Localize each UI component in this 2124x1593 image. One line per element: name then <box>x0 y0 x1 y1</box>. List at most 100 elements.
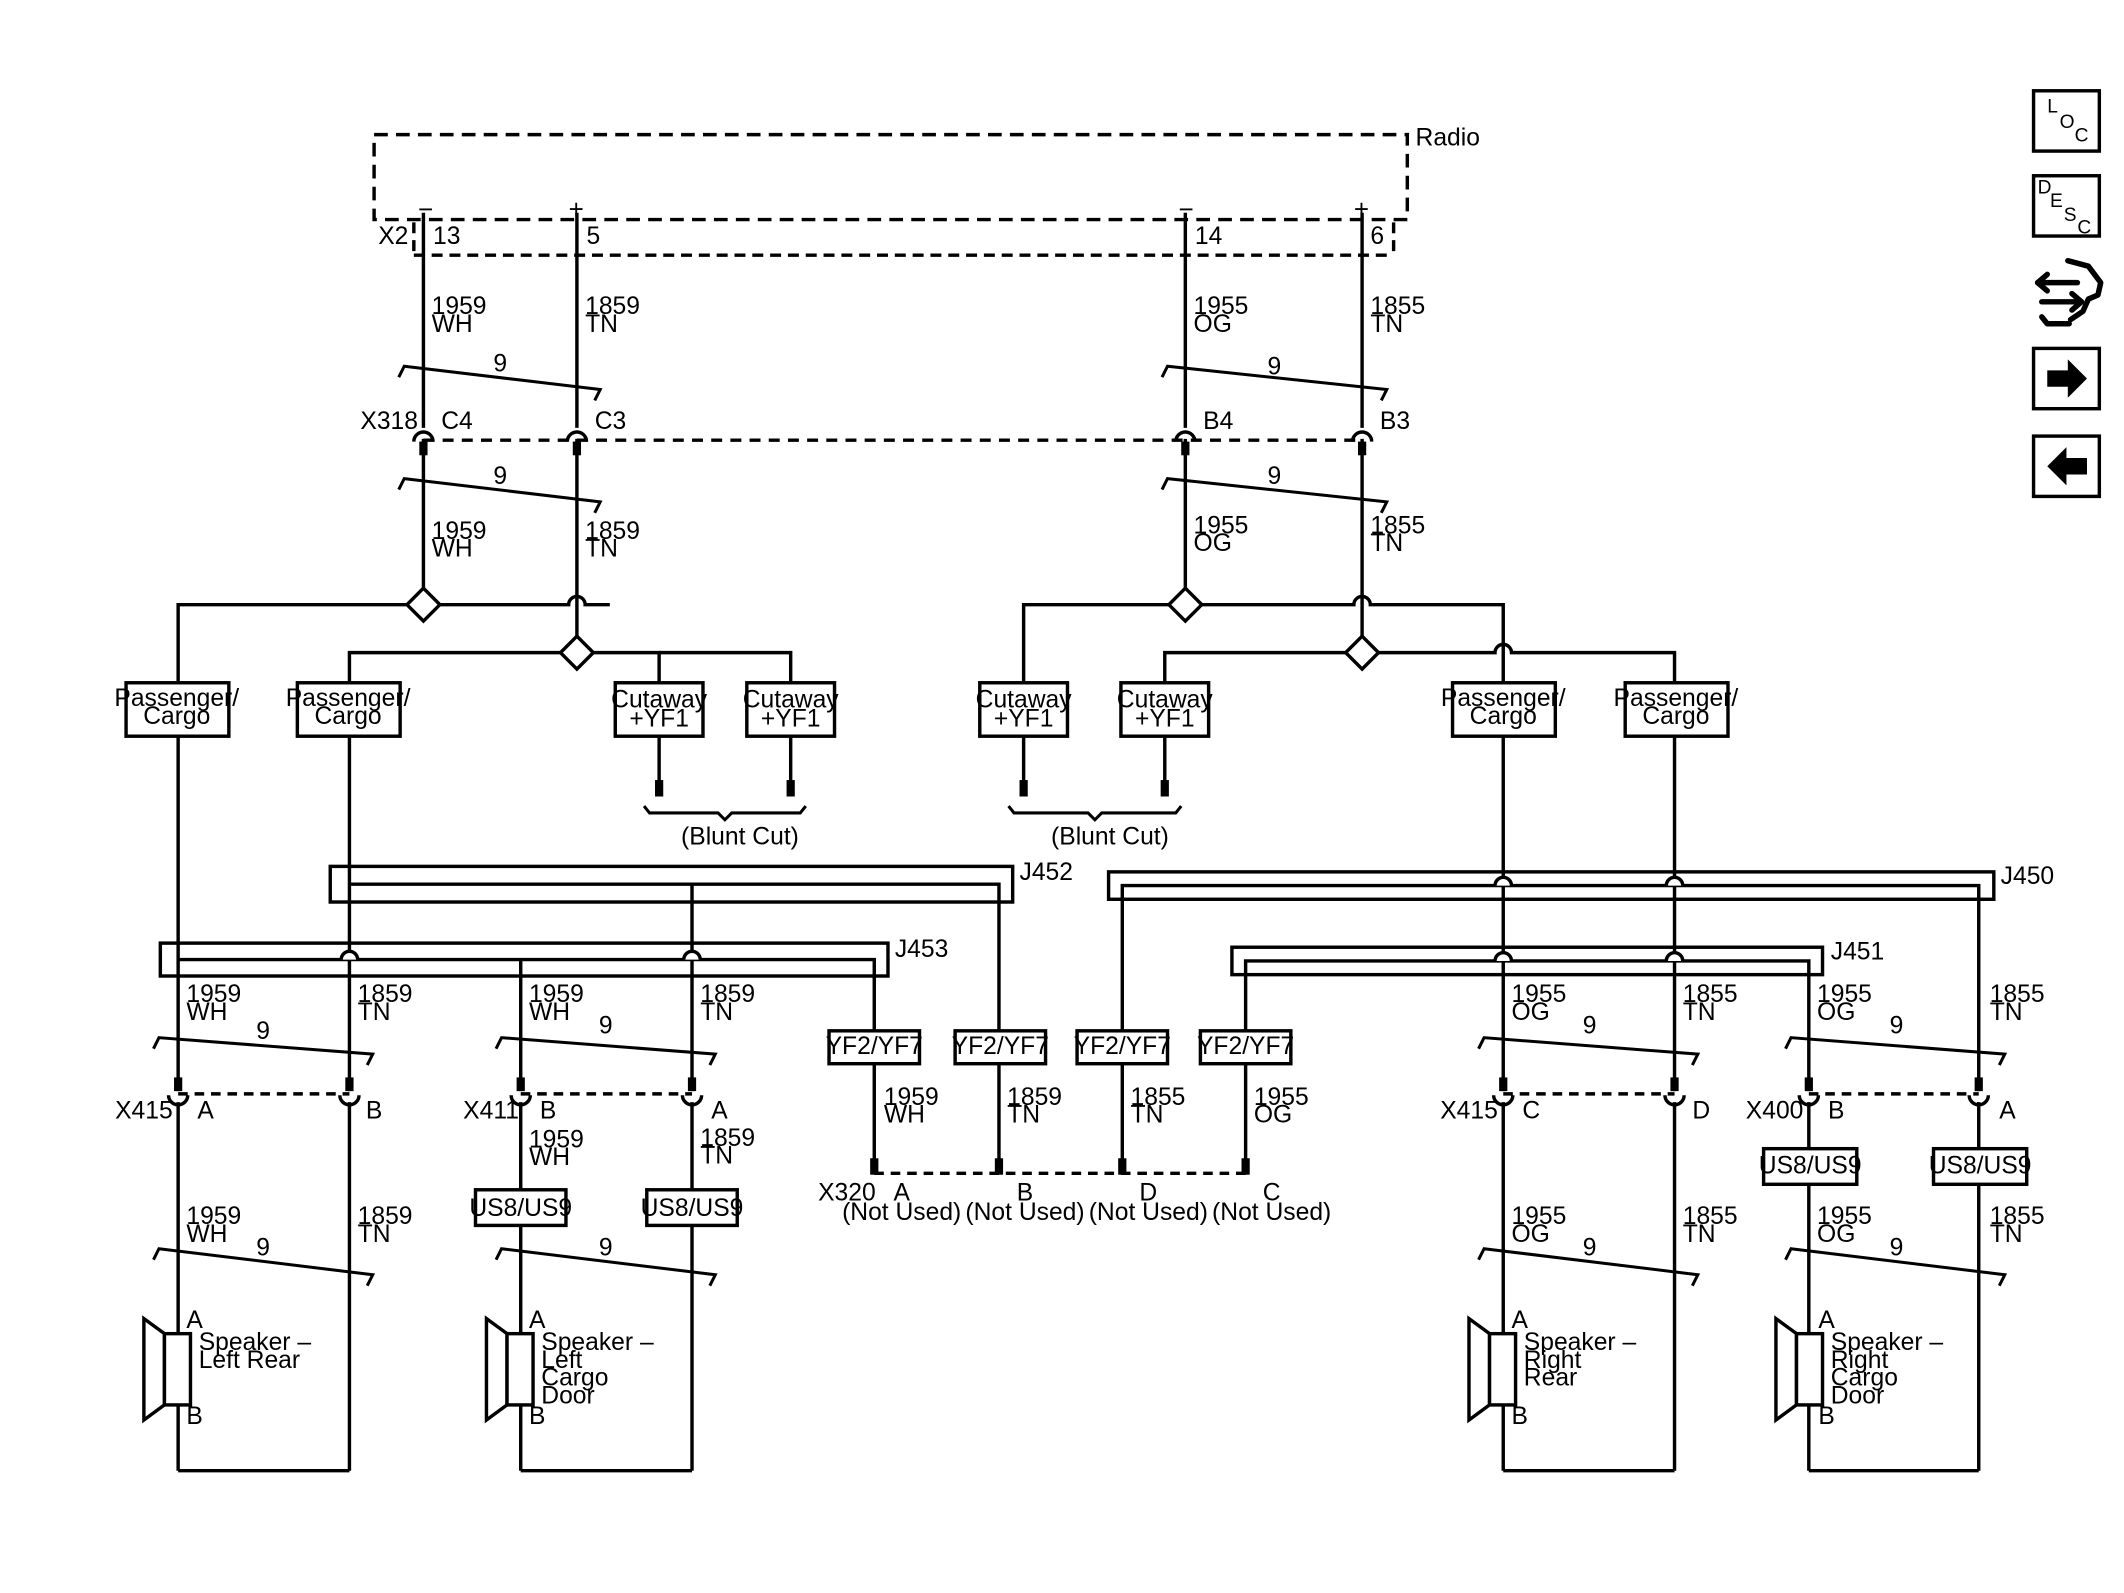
connector-pin: B <box>1828 1098 1844 1125</box>
connector-tool-button[interactable] <box>2034 257 2104 327</box>
forward-button[interactable] <box>2031 346 2102 411</box>
svg-text:+YF1: +YF1 <box>994 706 1054 733</box>
svg-text:1859: 1859 <box>585 518 640 545</box>
pin-sign: − <box>418 194 433 224</box>
svg-text:Right: Right <box>1831 1347 1889 1374</box>
svg-text:TN: TN <box>1007 1102 1040 1129</box>
desc-icon: D E S C <box>2038 178 2092 239</box>
loc-button[interactable]: L O C <box>2031 89 2102 153</box>
svg-text:Speaker –: Speaker – <box>1524 1329 1637 1356</box>
svg-text:Rear: Rear <box>1524 1365 1577 1392</box>
connector-pin: D <box>1692 1098 1710 1125</box>
splice-diamond <box>558 633 596 672</box>
x318-label: X318 <box>360 408 418 435</box>
svg-text:Cutaway: Cutaway <box>1117 686 1214 713</box>
svg-text:9: 9 <box>493 351 507 378</box>
svg-text:Left: Left <box>541 1347 582 1374</box>
svg-text:TN: TN <box>1683 999 1716 1026</box>
blunt-cut-label: (Blunt Cut) <box>1051 823 1169 850</box>
svg-text:1955: 1955 <box>1254 1084 1309 1111</box>
svg-text:1855: 1855 <box>1990 1203 2045 1230</box>
svg-text:YF2/YF7: YF2/YF7 <box>1197 1033 1294 1060</box>
svg-text:Cargo: Cargo <box>1470 703 1537 730</box>
svg-text:1859: 1859 <box>585 293 640 320</box>
splice-diamond <box>1166 585 1205 624</box>
svg-text:9: 9 <box>1890 1013 1904 1040</box>
svg-text:(Not Used): (Not Used) <box>1089 1199 1208 1226</box>
svg-text:TN: TN <box>1683 1221 1716 1248</box>
connector-label: X415 <box>1440 1098 1498 1125</box>
svg-text:Passenger/: Passenger/ <box>1441 685 1566 712</box>
svg-text:US8/US9: US8/US9 <box>641 1195 744 1222</box>
svg-text:1855: 1855 <box>1990 981 2045 1008</box>
pin-number: 14 <box>1195 223 1222 250</box>
svg-text:C: C <box>2077 217 2091 238</box>
speaker-left-cargo-door: A B Speaker – Left Cargo Door <box>484 1307 654 1430</box>
svg-text:C: C <box>1263 1180 1281 1207</box>
twist-count-labels: 9 9 9 9 9 9 9 9 9 9 9 9 <box>256 351 1903 1262</box>
arrow-left-icon <box>2047 447 2088 486</box>
svg-text:TN: TN <box>700 999 733 1026</box>
back-button[interactable] <box>2031 434 2102 499</box>
svg-text:Left Rear: Left Rear <box>199 1347 300 1374</box>
svg-text:WH: WH <box>186 1221 227 1248</box>
svg-text:1859: 1859 <box>1007 1084 1062 1111</box>
svg-text:Door: Door <box>541 1383 594 1410</box>
svg-text:TN: TN <box>585 536 618 563</box>
svg-text:+YF1: +YF1 <box>761 706 821 733</box>
svg-text:1855: 1855 <box>1683 1203 1738 1230</box>
svg-text:Passenger/: Passenger/ <box>1614 685 1739 712</box>
connector-pin: B <box>540 1098 556 1125</box>
connector-label: X415 <box>115 1098 173 1125</box>
svg-text:TN: TN <box>1370 530 1403 557</box>
svg-text:1859: 1859 <box>700 1125 755 1152</box>
connector-pin: A <box>197 1098 214 1125</box>
pin-number: 6 <box>1370 223 1384 250</box>
svg-text:1959: 1959 <box>186 981 241 1008</box>
svg-text:WH: WH <box>529 999 570 1026</box>
desc-button[interactable]: D E S C <box>2031 174 2102 239</box>
loc-icon: L O C <box>2047 97 2088 147</box>
svg-text:9: 9 <box>599 1235 613 1262</box>
x318-pin: C4 <box>441 408 473 435</box>
speaker-right-cargo-door: A B Speaker – Right Cargo Door <box>1774 1307 1943 1430</box>
svg-text:YF2/YF7: YF2/YF7 <box>1074 1033 1171 1060</box>
svg-text:Cargo: Cargo <box>541 1365 608 1392</box>
svg-text:(Not Used): (Not Used) <box>842 1199 961 1226</box>
svg-text:TN: TN <box>1990 999 2023 1026</box>
wire-labels: 1959 WH 1859 TN 1955 OG 1855 TN 1959 WH … <box>186 293 2044 1248</box>
svg-text:1955: 1955 <box>1817 981 1872 1008</box>
svg-text:1859: 1859 <box>358 981 413 1008</box>
svg-text:9: 9 <box>1890 1235 1904 1262</box>
svg-text:1855: 1855 <box>1683 981 1738 1008</box>
x320-label: X320 <box>818 1180 876 1207</box>
svg-text:Passenger/: Passenger/ <box>286 685 411 712</box>
x318-pin: C3 <box>595 408 627 435</box>
svg-text:Speaker –: Speaker – <box>541 1329 654 1356</box>
splice-pack-label: J453 <box>895 936 948 963</box>
svg-text:WH: WH <box>432 536 473 563</box>
svg-text:OG: OG <box>1194 311 1232 338</box>
wire-network <box>158 212 1996 1473</box>
svg-text:B: B <box>186 1403 202 1430</box>
svg-text:9: 9 <box>256 1235 270 1262</box>
svg-text:E: E <box>2050 191 2063 212</box>
svg-text:US8/US9: US8/US9 <box>469 1195 572 1222</box>
svg-text:Cargo: Cargo <box>314 703 381 730</box>
svg-text:1955: 1955 <box>1511 981 1566 1008</box>
svg-text:A: A <box>893 1180 910 1207</box>
svg-text:WH: WH <box>529 1144 570 1171</box>
svg-text:D: D <box>1139 1180 1157 1207</box>
svg-text:Cutaway: Cutaway <box>743 686 840 713</box>
svg-text:US8/US9: US8/US9 <box>1929 1152 2032 1179</box>
x2-connector-label: X2 <box>378 223 408 250</box>
pin-sign: + <box>569 194 584 224</box>
svg-text:Cargo: Cargo <box>1831 1365 1898 1392</box>
svg-text:OG: OG <box>1511 1221 1549 1248</box>
wire-crossovers <box>339 875 1685 962</box>
svg-text:WH: WH <box>884 1102 925 1129</box>
svg-text:A: A <box>1511 1307 1528 1334</box>
svg-text:US8/US9: US8/US9 <box>1759 1152 1862 1179</box>
splice-pack-label: J451 <box>1831 939 1884 966</box>
